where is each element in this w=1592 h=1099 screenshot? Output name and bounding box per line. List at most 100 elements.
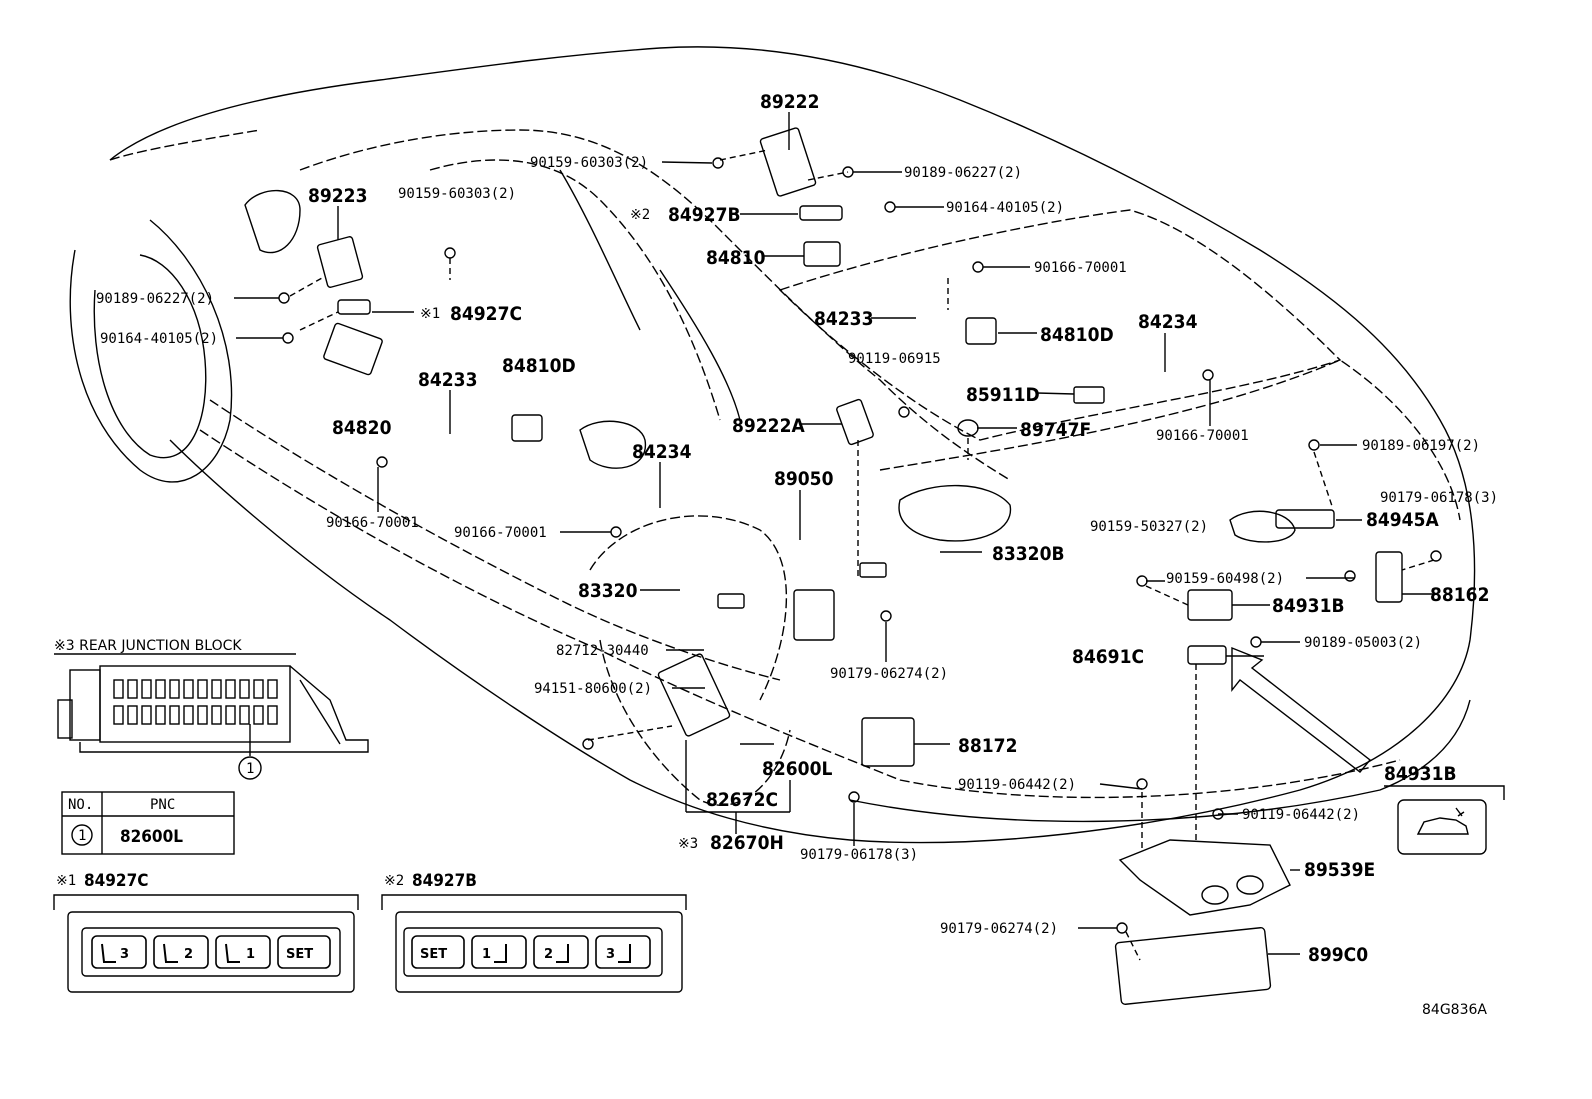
rear-wheel — [599, 639, 791, 806]
trunk-opening — [898, 484, 1012, 542]
part-label: 89539E — [1304, 859, 1375, 881]
bolt-sketch-7 — [282, 332, 294, 344]
fastener-label: 90179-06178(3) — [800, 847, 918, 863]
bracket-89222a-sketch — [836, 398, 874, 446]
part-label: 84233 — [418, 369, 477, 391]
bracket-84945a-sketch — [1275, 509, 1335, 529]
switch-84927c-sketch — [337, 299, 371, 315]
bolt-sketch-5 — [444, 247, 456, 259]
set-button[interactable] — [277, 935, 331, 969]
part-label: 84233 — [814, 308, 873, 330]
pnc-row-no: 1 — [78, 828, 86, 844]
trunk-arrow — [1231, 646, 1372, 773]
bolt-sketch-4 — [972, 261, 984, 273]
bolt-sketch-3 — [884, 201, 896, 213]
part-label: 83320B — [992, 543, 1065, 565]
memory-button-2-label: 2 — [544, 947, 553, 962]
memory-button-1[interactable] — [215, 935, 271, 969]
bolt-sketch-21 — [1116, 922, 1128, 934]
panel-right-mark: ※2 — [384, 873, 404, 889]
fastener-label: 94151-80600(2) — [534, 681, 652, 697]
switch-84810d-left-sketch — [511, 414, 543, 442]
bolt-sketch-8 — [376, 456, 388, 468]
bolt-sketch-13 — [1344, 570, 1356, 582]
fastener-label: 90166-70001 — [1156, 428, 1249, 444]
part-label: 84691C — [1072, 646, 1144, 668]
memory-button-3-label: 3 — [606, 947, 615, 962]
fastener-label: 90159-60303(2) — [398, 186, 516, 202]
junction-block-title: ※3 REAR JUNCTION BLOCK — [54, 638, 242, 654]
fastener-label: 90189-06197(2) — [1362, 438, 1480, 454]
fastener-label: 90179-06274(2) — [940, 921, 1058, 937]
panel-left-inner — [81, 927, 341, 977]
fastener-label: 90179-06178(3) — [1380, 490, 1498, 506]
fastener-label: 90119-06442(2) — [1242, 807, 1360, 823]
bolt-sketch-11 — [1202, 369, 1214, 381]
module-89222 — [759, 127, 817, 197]
fastener-label: 90189-06227(2) — [904, 165, 1022, 181]
part-label: 84931B — [1272, 595, 1345, 617]
car-side-line — [209, 399, 781, 681]
part-label: 83320 — [578, 580, 638, 602]
panel-right-inner — [403, 927, 663, 977]
fastener-labels: 90159-60303(2) 90189-06227(2) 90159-6030… — [96, 155, 1498, 937]
memory-button-1[interactable] — [471, 935, 527, 969]
bolt-sketch-15 — [1250, 636, 1262, 648]
bolt-sketch-18 — [848, 791, 860, 803]
bolt-sketch-14 — [1430, 550, 1442, 562]
part-label: 84234 — [1138, 311, 1198, 333]
set-button-label: SET — [420, 947, 447, 962]
part-label: 89223 — [308, 185, 367, 207]
part-label: 84820 — [332, 417, 392, 439]
pnc-table — [61, 791, 235, 855]
part-label: 89222 — [760, 91, 819, 113]
car-bumper-line — [849, 699, 1471, 823]
memory-button-2[interactable] — [153, 935, 209, 969]
panel-right-title: 84927B — [412, 871, 477, 891]
sensor-85911d-sketch — [1073, 386, 1105, 404]
seat-icon — [556, 944, 569, 963]
fastener-label: 90166-70001 — [454, 525, 547, 541]
lock-84931b-sketch — [1187, 589, 1233, 621]
memory-button-3-label: 3 — [120, 947, 129, 962]
memory-button-2-label: 2 — [184, 947, 193, 962]
set-button[interactable] — [411, 935, 465, 969]
memory-button-3[interactable] — [91, 935, 147, 969]
pnc-header-pnc: PNC — [150, 797, 175, 813]
trunk-opener-icon — [1416, 807, 1469, 835]
memory-button-2[interactable] — [533, 935, 589, 969]
panel-left-buttons: 3 2 1 SET — [91, 935, 331, 969]
fastener-label: 90119-06915 — [848, 351, 941, 367]
note-mark: ※3 — [678, 836, 698, 852]
connector-83320-sketch — [717, 593, 745, 609]
fastener-label: 90179-06274(2) — [830, 666, 948, 682]
unit-82600l-sketch — [657, 653, 731, 737]
set-button-label: SET — [286, 947, 313, 962]
bolt-sketch-10 — [898, 406, 910, 418]
part-label: 82600L — [762, 758, 832, 780]
front-wheel-arch — [69, 219, 233, 483]
fastener-label: 90166-70001 — [1034, 260, 1127, 276]
front-wheel — [93, 254, 207, 459]
memory-button-3[interactable] — [595, 935, 651, 969]
car-lower-line — [199, 429, 1401, 799]
fastener-label: 82712-30440 — [556, 643, 649, 659]
switch-84810-sketch — [803, 241, 841, 267]
car-trunk-line — [879, 359, 1461, 521]
part-label: 82672C — [706, 789, 778, 811]
pnc-row-marker-circle — [71, 824, 93, 846]
memory-button-1-label: 1 — [246, 947, 255, 962]
bolt-sketch-19 — [1136, 778, 1148, 790]
junction-marker-text: 1 — [246, 761, 254, 777]
module-88162-sketch — [1375, 551, 1403, 603]
junction-marker-circle — [238, 756, 262, 780]
rear-light-cluster — [1229, 510, 1296, 543]
pnc-header-no: NO. — [68, 797, 93, 813]
bolt-sketch-17 — [582, 738, 594, 750]
seat-icon — [225, 943, 240, 963]
module-899c0-sketch — [1114, 927, 1272, 1005]
trunk-opener-leader — [1384, 785, 1505, 800]
panel-right-frame — [395, 911, 683, 993]
